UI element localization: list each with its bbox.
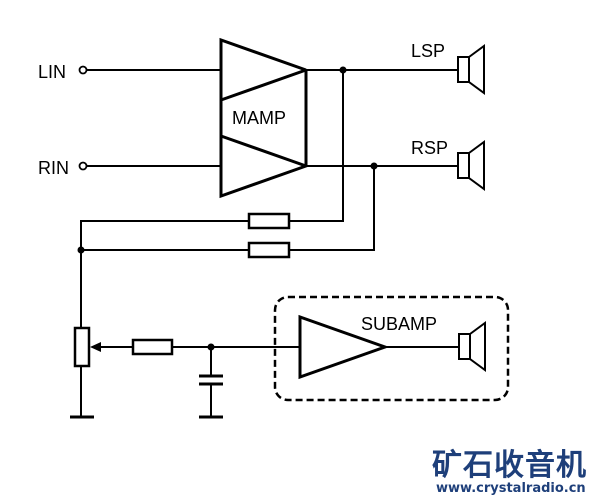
- left-feedback-wire: [289, 70, 344, 222]
- junction: [77, 246, 85, 254]
- resistor-right-mix: [247, 241, 291, 259]
- watermark-title: 矿石收音机: [432, 448, 587, 483]
- potentiometer: [73, 326, 91, 368]
- lsp-speaker-icon: [457, 44, 485, 95]
- rin-label: RIN: [38, 158, 69, 178]
- sub-speaker-icon: [458, 321, 486, 372]
- wiper-arrow-icon: [90, 342, 101, 352]
- rsp-speaker-icon: [457, 140, 485, 191]
- sub-amplifier: [298, 314, 390, 380]
- resistor-filter: [131, 338, 174, 356]
- resistor-left-mix: [247, 212, 291, 230]
- rsp-label: RSP: [411, 138, 448, 158]
- mix-wire-left: [80, 220, 249, 328]
- watermark-url: www.crystalradio.cn: [436, 481, 586, 496]
- lsp-label: LSP: [411, 41, 445, 61]
- subamp-label: SUBAMP: [361, 314, 437, 334]
- mamp-label: MAMP: [232, 108, 286, 128]
- right-feedback-wire: [289, 166, 375, 251]
- subamp-block: [273, 295, 510, 402]
- lin-label: LIN: [38, 62, 66, 82]
- rin-terminal: [78, 161, 88, 171]
- lin-terminal: [78, 65, 88, 75]
- main-amplifier: [219, 37, 308, 199]
